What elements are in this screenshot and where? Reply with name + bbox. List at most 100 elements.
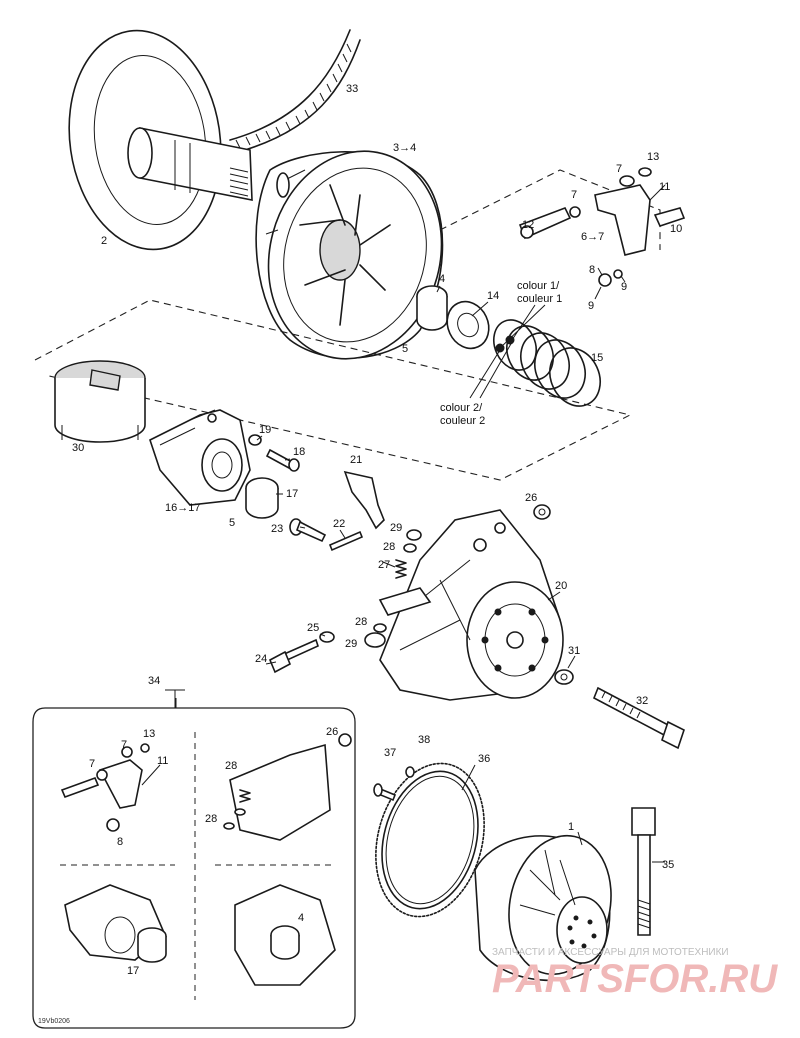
colour2-leader — [469, 341, 513, 399]
hub-washer-19 — [248, 434, 262, 446]
inset-panel — [32, 689, 356, 1029]
drive-belt — [229, 29, 361, 151]
ring-gear — [375, 762, 485, 918]
callout-35: 35 — [662, 859, 674, 871]
hub-screw-18 — [265, 448, 300, 472]
screw-37 — [373, 783, 397, 802]
callout-5a: 5 — [402, 343, 408, 355]
callout-7a: 7 — [616, 163, 622, 175]
roller-29b — [364, 632, 386, 648]
callout-4: 4 — [439, 273, 445, 285]
screw-23 — [289, 518, 327, 543]
callout-34: 34 — [148, 675, 160, 687]
watermark-tagline: ЗАПЧАСТИ И АКСЕССУАРЫ ДЛЯ МОТОТЕХНИКИ — [492, 947, 729, 958]
colour-notes: colour 1/ couleur 1 colour 2/ couleur 2 — [440, 280, 562, 427]
callout-19: 19 — [259, 424, 271, 436]
colour2-label-line2: couleur 2 — [440, 415, 485, 427]
inset-callout-11: 11 — [157, 755, 168, 767]
callout-37: 37 — [384, 747, 396, 759]
cam-slider-sleeve — [54, 360, 146, 443]
inset-callouts: 13 7 7 11 8 26 28 28 4 17 — [89, 726, 338, 977]
bolt-32 — [592, 686, 685, 750]
callout-6to7: 6→7 — [581, 231, 604, 243]
pin-22 — [328, 530, 364, 552]
washer-25 — [319, 631, 335, 643]
callout-7b: 7 — [571, 189, 577, 201]
callout-9b: 9 — [588, 300, 594, 312]
callout-10: 10 — [670, 223, 682, 235]
callout-30: 30 — [72, 442, 84, 454]
callout-31: 31 — [568, 645, 580, 657]
roller-29a — [406, 529, 422, 541]
callout-20: 20 — [555, 580, 567, 592]
callout-28a: 28 — [383, 541, 395, 553]
arm-assembly — [518, 167, 686, 287]
callout-14: 14 — [487, 290, 499, 302]
callout-22: 22 — [333, 518, 345, 530]
cam-lever-21 — [343, 470, 385, 530]
spring-washer — [446, 300, 490, 350]
hub-bushing-17 — [245, 477, 279, 519]
callout-38: 38 — [418, 734, 430, 746]
callout-17: 17 — [286, 488, 298, 500]
fixed-sheave — [68, 29, 253, 251]
colour1-leader — [499, 304, 546, 349]
callout-27: 27 — [378, 559, 390, 571]
callout-9a: 9 — [621, 281, 627, 293]
inset-callout-7b: 7 — [89, 758, 95, 770]
callout-33: 33 — [346, 83, 358, 95]
colour1-label-line1: colour 1/ — [517, 280, 560, 292]
callout-23: 23 — [271, 523, 283, 535]
callout-15: 15 — [591, 352, 603, 364]
callout-13: 13 — [647, 151, 659, 163]
callout-5b: 5 — [229, 517, 235, 529]
inset-callout-28b: 28 — [205, 813, 217, 825]
roller-arm — [378, 587, 432, 616]
washer-31 — [554, 669, 574, 685]
colour2-label-line1: colour 2/ — [440, 402, 483, 414]
lock-nut-26 — [533, 504, 551, 520]
governor-cup — [379, 509, 564, 701]
washer-28b — [373, 623, 387, 633]
fixed-half-pulley — [474, 834, 612, 982]
callout-25: 25 — [307, 622, 319, 634]
inset-callout-17: 17 — [127, 965, 139, 977]
callout-28b: 28 — [355, 616, 367, 628]
middle-dashed-frame — [34, 299, 632, 481]
inset-callout-26: 26 — [326, 726, 338, 738]
callout-26: 26 — [525, 492, 537, 504]
callout-36: 36 — [478, 753, 490, 765]
callout-21: 21 — [350, 454, 362, 466]
callout-1: 1 — [568, 821, 574, 833]
callout-11: 11 — [659, 181, 670, 193]
long-bolt — [631, 807, 656, 936]
callout-29a: 29 — [390, 522, 402, 534]
inset-callout-28a: 28 — [225, 760, 237, 772]
inset-callout-13: 13 — [143, 728, 155, 740]
callout-2: 2 — [101, 235, 107, 247]
washer-38 — [405, 766, 415, 778]
callout-29b: 29 — [345, 638, 357, 650]
movable-sheave — [255, 150, 444, 360]
inset-callout-7a: 7 — [121, 739, 127, 751]
bolt-24 — [268, 638, 319, 674]
spring-27 — [395, 559, 407, 579]
callout-3to4: 3→4 — [393, 142, 416, 154]
drawing-code: 19Vb0206 — [38, 1018, 70, 1025]
clutch-spring — [493, 319, 601, 407]
leader-lines — [175, 267, 665, 863]
callout-8: 8 — [589, 264, 595, 276]
callout-12: 12 — [522, 219, 534, 231]
callout-32: 32 — [636, 695, 648, 707]
watermark: ЗАПЧАСТИ И АКСЕССУАРЫ ДЛЯ МОТОТЕХНИКИ PA… — [492, 947, 778, 1001]
callout-labels: 33 2 3→4 7 13 7 11 12 6→7 10 8 9 9 4 14 … — [72, 83, 682, 871]
inset-callout-8: 8 — [117, 836, 123, 848]
inset-callout-4: 4 — [298, 912, 304, 924]
callout-24: 24 — [255, 653, 267, 665]
sheave-bushing — [416, 285, 448, 331]
callout-16to17: 16→17 — [165, 502, 200, 514]
watermark-brand: PARTSFOR.RU — [492, 957, 778, 1001]
sheave-hub — [149, 409, 251, 506]
washer-28a — [403, 543, 417, 553]
